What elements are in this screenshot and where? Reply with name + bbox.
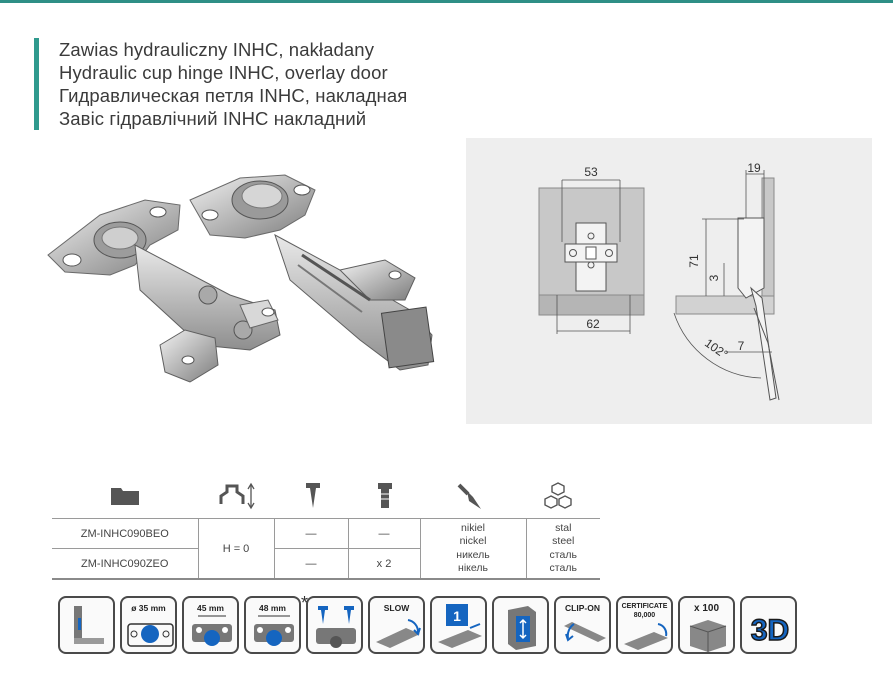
product-code: ZM-INHC090ZEO bbox=[52, 548, 198, 579]
dim-angle: 102° bbox=[702, 336, 731, 362]
height-adjust-icon bbox=[212, 476, 262, 516]
product-title: Zawias hydrauliczny INHC, nakładany Hydr… bbox=[34, 38, 407, 130]
table-row: ZM-INHC090BEO H = 0 — — nikiel nickel ни… bbox=[52, 518, 600, 579]
title-line-en: Hydraulic cup hinge INHC, overlay door bbox=[59, 62, 388, 83]
adjustment-badge: 1 bbox=[430, 596, 487, 654]
slow-label: SLOW bbox=[383, 603, 410, 613]
finish-pl: nikiel bbox=[461, 521, 485, 534]
spec-table: ZM-INHC090BEO H = 0 — — nikiel nickel ни… bbox=[52, 518, 600, 579]
dim-7: 7 bbox=[738, 339, 745, 353]
screw-col: — bbox=[273, 518, 348, 549]
clip-on-label: CLIP-ON bbox=[565, 603, 600, 613]
dim-19: 19 bbox=[747, 161, 761, 175]
finish-en: nickel bbox=[459, 535, 487, 547]
hinge-product-photo bbox=[47, 174, 435, 383]
wood-screw-icon bbox=[298, 476, 328, 516]
mounting-45mm-badge: 45 mm bbox=[182, 596, 239, 654]
cup-diameter-badge: ø 35 mm bbox=[120, 596, 177, 654]
table-bottom-rule bbox=[52, 578, 600, 580]
finish-ua: нікель bbox=[458, 562, 488, 574]
dim-3: 3 bbox=[707, 274, 721, 281]
material-ua: сталь bbox=[549, 562, 577, 574]
hinge-right bbox=[189, 174, 435, 371]
finish-ru: никель bbox=[456, 548, 490, 561]
dim-53: 53 bbox=[584, 165, 598, 179]
3d-model-badge: 3D bbox=[740, 596, 797, 654]
title-line-pl: Zawias hydrauliczny INHC, nakładany bbox=[59, 39, 375, 60]
material-cubes-icon bbox=[536, 476, 580, 516]
material-pl: stal bbox=[555, 521, 572, 534]
mounting-48mm-badge: 48 mm bbox=[244, 596, 301, 654]
clip-on-badge: CLIP-ON bbox=[554, 596, 611, 654]
table-row: ZM-INHC090ZEO — x 2 bbox=[52, 548, 600, 579]
certificate-label: CERTIFICATE bbox=[621, 603, 668, 610]
finish-cell: nikiel nickel никель нікель bbox=[419, 518, 526, 579]
title-line-ru: Гидравлическая петля INHC, накладная bbox=[59, 85, 408, 106]
soft-close-badge: SLOW bbox=[368, 596, 425, 654]
euro-screw-col: — bbox=[347, 518, 420, 549]
hinge-left bbox=[47, 199, 281, 383]
technical-drawing: 53 62 19 71 3 7 102° bbox=[466, 138, 872, 424]
euro-screw-icon bbox=[370, 476, 400, 516]
material-ru: сталь bbox=[549, 548, 577, 561]
pack-label: x 100 bbox=[693, 603, 720, 614]
certificate-badge: CERTIFICATE 80,000 bbox=[616, 596, 673, 654]
height-value: H = 0 bbox=[197, 518, 274, 579]
folder-icon bbox=[100, 476, 150, 516]
screw-col: — bbox=[273, 548, 348, 579]
pack-quantity-badge: x 100 bbox=[678, 596, 735, 654]
cycles-label: 80,000 bbox=[633, 612, 656, 619]
cabinet-overlay-badge bbox=[58, 596, 115, 654]
cup-diameter-label: ø 35 mm bbox=[131, 603, 166, 613]
3d-label: 3D bbox=[751, 614, 789, 647]
title-line-ua: Завіс гідравлічний INHC накладний bbox=[59, 108, 367, 129]
spacing-45-label: 45 mm bbox=[197, 603, 224, 613]
open-door-outline bbox=[750, 286, 777, 401]
step-one-label: 1 bbox=[453, 608, 461, 624]
top-accent-rule bbox=[0, 0, 893, 3]
dim-71: 71 bbox=[687, 254, 701, 268]
paint-brush-icon bbox=[450, 476, 490, 516]
spacing-48-label: 48 mm bbox=[259, 603, 286, 613]
dim-62: 62 bbox=[586, 317, 600, 331]
material-cell: stal steel сталь сталь bbox=[525, 518, 600, 579]
table-header-icons bbox=[52, 476, 600, 516]
door-panel bbox=[538, 294, 645, 316]
cabinet-adjust-badge bbox=[492, 596, 549, 654]
product-code: ZM-INHC090BEO bbox=[52, 518, 198, 549]
asterisk-note-marker: * bbox=[301, 593, 309, 613]
technical-drawing-svg: 53 62 19 71 3 7 102° bbox=[538, 161, 780, 401]
material-en: steel bbox=[552, 535, 575, 547]
footnote-cropped bbox=[56, 664, 836, 674]
screw-fixing-badge bbox=[306, 596, 363, 654]
euro-screw-col: x 2 bbox=[347, 548, 420, 579]
